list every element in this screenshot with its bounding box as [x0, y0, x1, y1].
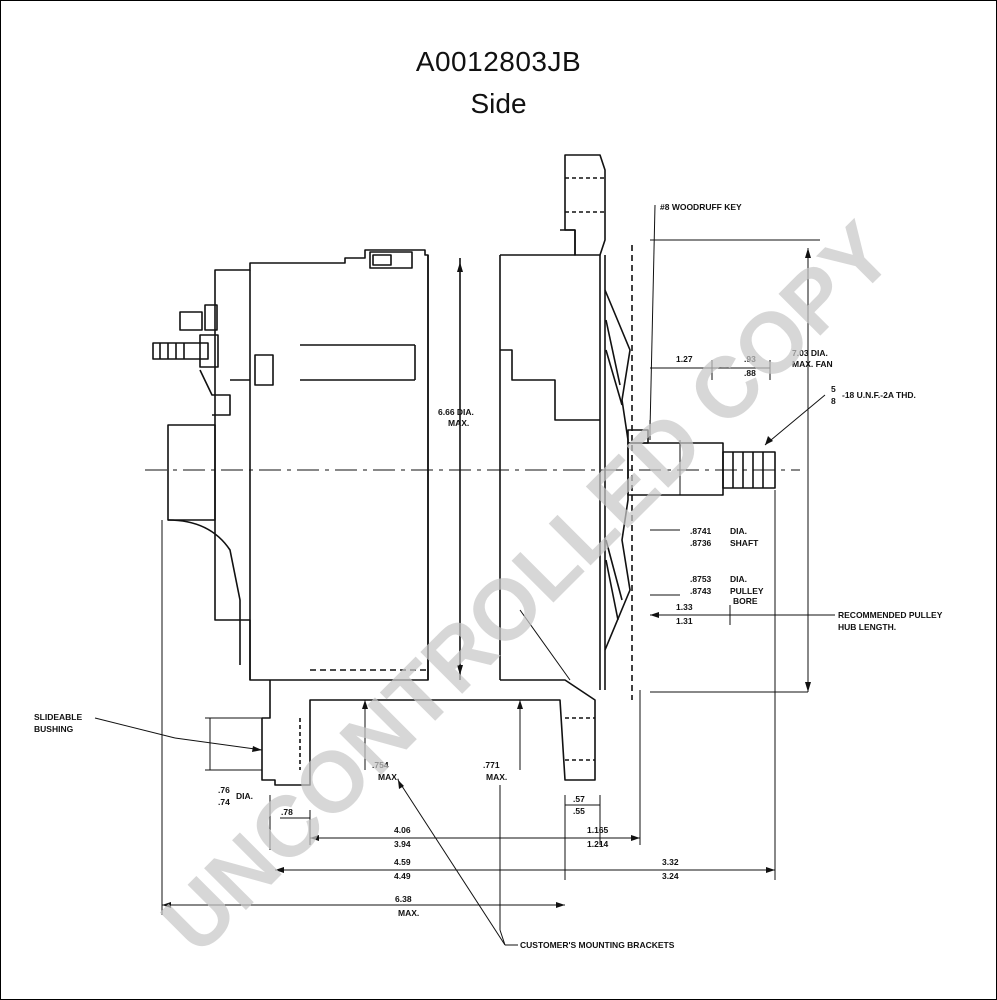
shaft — [627, 429, 776, 496]
dim-406: 4.06 — [394, 825, 411, 835]
hub-bot: 1.31 — [676, 616, 693, 626]
bush-dia-word: DIA. — [236, 791, 253, 801]
dim-1214: 1.214 — [587, 839, 609, 849]
body-dia-sub-label: MAX. — [448, 418, 469, 428]
dim-449: 4.49 — [394, 871, 411, 881]
dim-459: 4.59 — [394, 857, 411, 867]
part-number-title: A0012803JB — [415, 46, 582, 77]
dim-638-max: MAX. — [398, 908, 419, 918]
output-terminal-stud — [152, 304, 274, 416]
bore-dia-word: DIA. — [730, 574, 747, 584]
pulley-word: PULLEY — [730, 586, 764, 596]
thread-frac-top: 5 — [831, 384, 836, 394]
fan-dia-label: 7.03 DIA. — [792, 348, 828, 358]
dimension-arrows — [162, 248, 811, 908]
thread-label: -18 U.N.F.-2A THD. — [842, 390, 916, 400]
leader-lines — [94, 204, 826, 946]
body-dia-label: 6.66 DIA. — [438, 407, 474, 417]
slide-text-2: BUSHING — [34, 724, 74, 734]
dim-127: 1.27 — [676, 354, 693, 364]
slide-text-1: SLIDEABLE — [34, 712, 83, 722]
dim-394: 3.94 — [394, 839, 411, 849]
rear-housing — [167, 249, 429, 681]
dimension-lines — [161, 239, 835, 915]
dim-324: 3.24 — [662, 871, 679, 881]
hub-text-2: HUB LENGTH. — [838, 622, 896, 632]
dim-88: .88 — [744, 368, 756, 378]
dim-771: .771 — [483, 760, 500, 770]
mounting-foot — [261, 669, 596, 786]
bush-dia-bot: .74 — [218, 797, 230, 807]
woodruff-key-label: #8 WOODRUFF KEY — [660, 202, 742, 212]
front-mounting-ear — [564, 154, 606, 690]
dim-93: .93 — [744, 354, 756, 364]
hub-text-1: RECOMMENDED PULLEY — [838, 610, 943, 620]
brackets-label: CUSTOMER'S MOUNTING BRACKETS — [520, 940, 675, 950]
dim-771-max: MAX. — [486, 772, 507, 782]
dim-638: 6.38 — [395, 894, 412, 904]
thread-frac-bot: 8 — [831, 396, 836, 406]
shaft-dia-top: .8741 — [690, 526, 712, 536]
dim-78: .78 — [281, 807, 293, 817]
shaft-word: SHAFT — [730, 538, 759, 548]
hub-top: 1.33 — [676, 602, 693, 612]
dim-332: 3.32 — [662, 857, 679, 867]
dim-57: .57 — [573, 794, 585, 804]
dim-55: .55 — [573, 806, 585, 816]
bore-dia-bot: .8743 — [690, 586, 712, 596]
bore-dia-top: .8753 — [690, 574, 712, 584]
shaft-dia-bot: .8736 — [690, 538, 712, 548]
view-title: Side — [470, 88, 527, 119]
shaft-dia-word: DIA. — [730, 526, 747, 536]
dim-754: .754 — [372, 760, 389, 770]
bush-dia-top: .76 — [218, 785, 230, 795]
fan-dia-sub-label: MAX. FAN — [792, 359, 833, 369]
uncontrolled-copy-watermark: UNCONTROLLED COPY — [144, 204, 911, 971]
dim-754-max: MAX. — [378, 772, 399, 782]
dimension-labels: #8 WOODRUFF KEY 7.03 DIA. MAX. FAN 5 8 -… — [34, 202, 943, 950]
dim-1165: 1.165 — [587, 825, 609, 835]
bore-word: BORE — [733, 596, 758, 606]
